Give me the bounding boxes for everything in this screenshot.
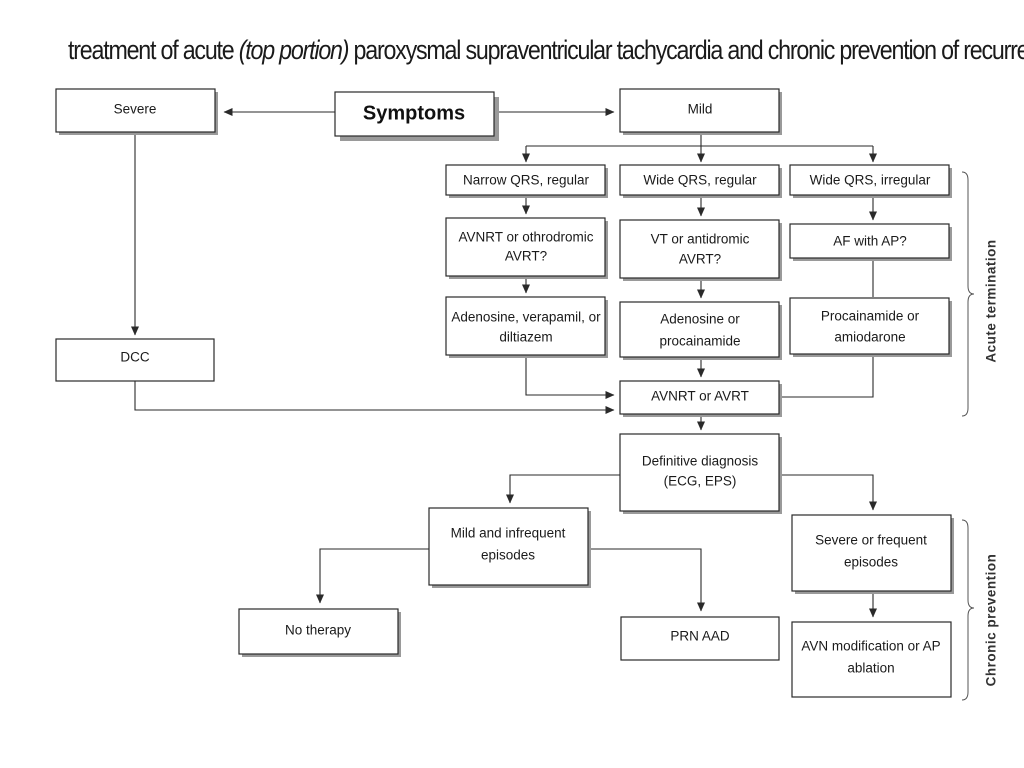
label-severe-frequent-2: episodes: [844, 555, 898, 570]
label-prn-aad: PRN AAD: [670, 629, 730, 644]
side-label-acute: Acute termination: [984, 239, 999, 362]
label-avnrt-orthodromic-2: AVRT?: [505, 249, 547, 264]
label-symptoms: Symptoms: [363, 102, 465, 124]
slide-title: treatment of acute (top portion) paroxys…: [68, 30, 1024, 70]
label-vt-antidromic-1: VT or antidromic: [651, 232, 750, 247]
node-adenosine-procainamide: Adenosine or procainamide: [619, 301, 782, 360]
label-af-with-ap: AF with AP?: [833, 234, 907, 249]
label-adenosine-verapamil-1: Adenosine, verapamil, or: [451, 310, 601, 325]
label-adenosine-procainamide-2: procainamide: [659, 334, 740, 349]
node-dcc: DCC: [55, 338, 215, 382]
label-mild-infrequent-1: Mild and infrequent: [451, 526, 566, 541]
label-definitive-diagnosis-2: (ECG, EPS): [664, 474, 737, 489]
node-definitive-diagnosis: Definitive diagnosis (ECG, EPS): [619, 433, 782, 514]
edges: [131, 108, 877, 618]
label-definitive-diagnosis-1: Definitive diagnosis: [642, 454, 759, 469]
node-avnrt-or-avrt: AVNRT or AVRT: [619, 380, 782, 417]
edge-dcc-avnrt: [134, 380, 615, 414]
side-label-chronic: Chronic prevention: [984, 554, 999, 687]
node-adenosine-verapamil: Adenosine, verapamil, or diltiazem: [445, 296, 608, 358]
node-wide-qrs-regular: Wide QRS, regular: [619, 164, 782, 198]
node-avnrt-orthodromic: AVNRT or othrodromic AVRT?: [445, 217, 608, 279]
label-dcc: DCC: [120, 350, 149, 365]
node-no-therapy: No therapy: [238, 608, 401, 657]
node-procainamide-amiodarone: Procainamide or amiodarone: [789, 297, 952, 357]
label-vt-antidromic-2: AVRT?: [679, 252, 721, 267]
node-mild: Mild: [619, 88, 782, 135]
label-severe: Severe: [114, 102, 157, 117]
node-vt-antidromic: VT or antidromic AVRT?: [619, 219, 782, 281]
node-wide-qrs-irregular: Wide QRS, irregular: [789, 164, 952, 198]
label-adenosine-verapamil-2: diltiazem: [499, 330, 552, 345]
node-mild-infrequent: Mild and infrequent episodes: [428, 507, 591, 588]
label-wide-qrs-regular: Wide QRS, regular: [643, 173, 757, 188]
edge-procainamide-amiodarone-avnrt: [782, 354, 874, 398]
label-adenosine-procainamide-1: Adenosine or: [660, 312, 740, 327]
node-avn-modification: AVN modification or AP ablation: [791, 621, 952, 698]
brace-acute: [961, 171, 975, 417]
node-severe: Severe: [55, 88, 218, 135]
node-narrow-qrs: Narrow QRS, regular: [445, 164, 608, 198]
node-symptoms: Symptoms: [334, 91, 499, 141]
edge-definitive-mild: [506, 474, 620, 504]
label-wide-qrs-irregular: Wide QRS, irregular: [810, 173, 931, 188]
label-mild-infrequent-2: episodes: [481, 548, 535, 563]
edge-adenosine-verapamil-avnrt: [525, 354, 615, 399]
title-part-2: paroxysmal supraventricular tachycardia …: [348, 35, 1024, 65]
node-af-with-ap: AF with AP?: [789, 223, 952, 261]
title-part-1: treatment of acute: [68, 35, 239, 65]
edge-mild-notherapy: [316, 548, 429, 604]
label-avn-modification-1: AVN modification or AP: [801, 639, 940, 654]
nodes: Symptoms Severe Mild Narrow QRS, regular: [55, 88, 954, 698]
label-avnrt-or-avrt: AVNRT or AVRT: [651, 389, 749, 404]
label-procainamide-amiodarone-1: Procainamide or: [821, 309, 920, 324]
node-prn-aad: PRN AAD: [620, 616, 780, 661]
label-avnrt-orthodromic-1: AVNRT or othrodromic: [458, 230, 593, 245]
title-italic: (top portion): [238, 35, 350, 65]
label-severe-frequent-1: Severe or frequent: [815, 533, 927, 548]
edge-mild-prn: [587, 548, 705, 612]
label-avn-modification-2: ablation: [847, 661, 894, 676]
edge-definitive-severe: [780, 474, 877, 511]
brace-chronic: [961, 519, 975, 701]
label-narrow-qrs: Narrow QRS, regular: [463, 173, 590, 188]
label-no-therapy: No therapy: [285, 623, 351, 638]
node-severe-frequent: Severe or frequent episodes: [791, 514, 954, 594]
label-procainamide-amiodarone-2: amiodarone: [834, 330, 905, 345]
label-mild: Mild: [688, 102, 713, 117]
